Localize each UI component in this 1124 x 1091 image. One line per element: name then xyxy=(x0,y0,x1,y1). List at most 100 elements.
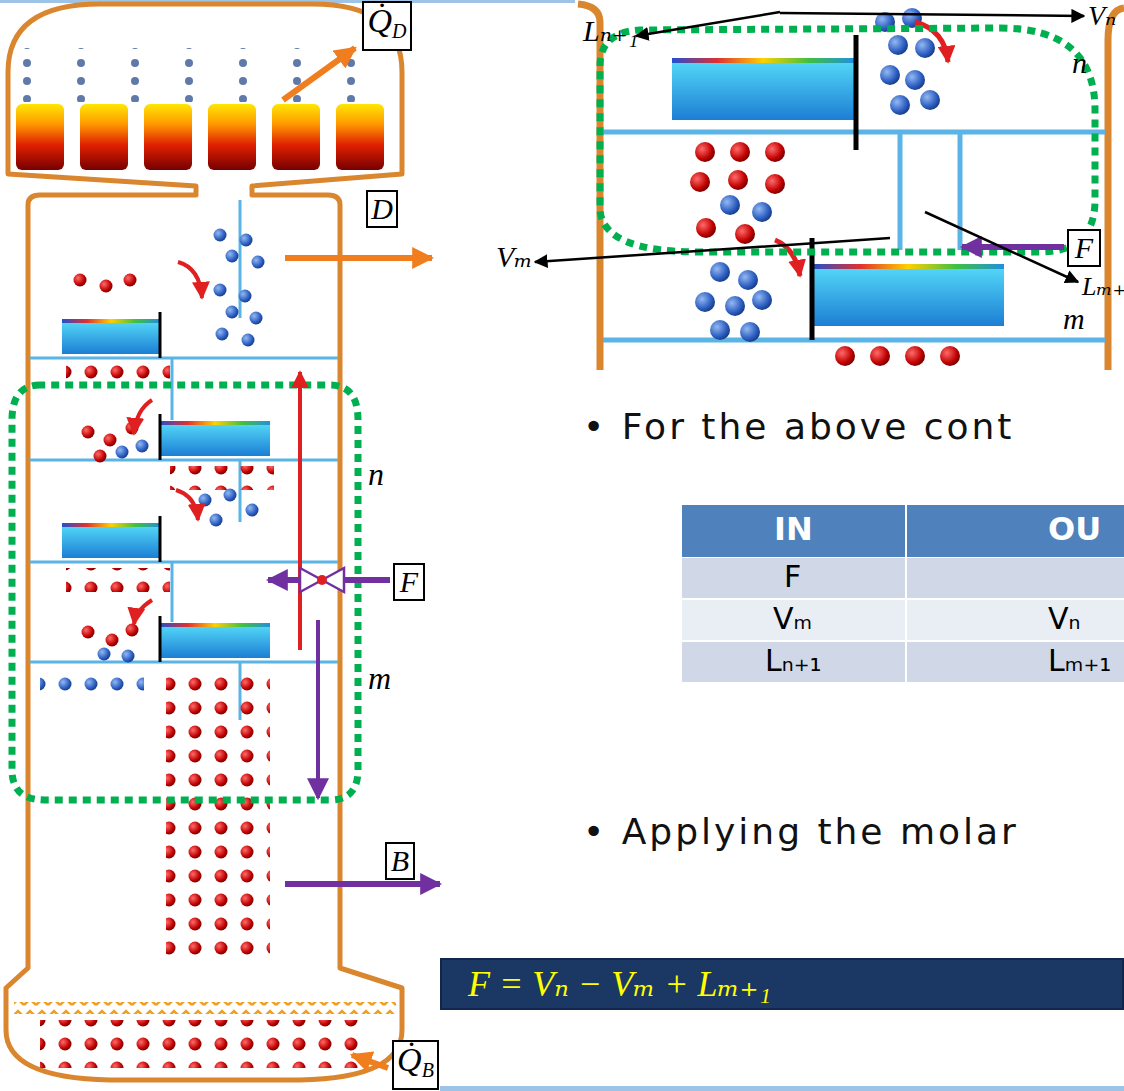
tray-floor xyxy=(171,562,174,622)
bullet-text: • For the above cont xyxy=(583,405,1014,449)
weir xyxy=(159,516,162,562)
section-label: n xyxy=(366,456,386,493)
table-cell: Vₙ xyxy=(1048,602,1080,636)
inset-image xyxy=(575,0,1124,370)
node-text: B xyxy=(391,845,409,877)
liquid-dots xyxy=(106,634,119,647)
leader-line xyxy=(636,12,780,36)
liquid-dots xyxy=(124,274,137,287)
tray-floor xyxy=(171,358,174,420)
vapour-dots xyxy=(695,8,940,342)
control-volume xyxy=(12,385,358,800)
table-header: IN xyxy=(774,511,813,547)
stream-arrow xyxy=(283,48,355,100)
liquid-dots xyxy=(170,466,274,490)
control-volume xyxy=(600,28,1095,252)
vapour-dots xyxy=(740,322,760,342)
tray xyxy=(160,421,270,425)
table-cell: Vₘ xyxy=(773,602,812,636)
inset-image xyxy=(1108,8,1124,370)
table-grid xyxy=(905,505,907,682)
equation-box: F = Vₙ − Vₘ + Lₘ₊₁ xyxy=(440,958,1124,1010)
stream-box: B xyxy=(385,842,415,880)
inset-image xyxy=(854,35,859,150)
stream-arrow xyxy=(285,255,432,261)
vapour-dots xyxy=(738,270,758,290)
section-arrow xyxy=(316,620,320,798)
vapour-dots xyxy=(40,229,265,693)
leader-line xyxy=(535,12,1084,282)
weir xyxy=(159,312,162,358)
condenser-tubes xyxy=(144,104,192,170)
stream-arrow xyxy=(352,1055,388,1068)
condenser-tubes xyxy=(80,104,128,170)
node-text: F xyxy=(400,566,418,598)
liquid-dots xyxy=(940,346,960,366)
weir xyxy=(159,616,162,662)
stream-arrow xyxy=(268,48,440,1068)
inset-image xyxy=(578,4,1124,370)
vapour-dots xyxy=(239,290,252,303)
liquid-dots xyxy=(696,218,716,238)
vapour-dots xyxy=(214,229,227,242)
node-text: D xyxy=(371,193,393,225)
control-volume xyxy=(12,385,358,800)
section-label: m xyxy=(366,660,393,697)
liquid-dots xyxy=(82,426,95,439)
overflow-arrow xyxy=(134,262,202,624)
valve-symbol xyxy=(317,575,327,585)
table-grid xyxy=(682,558,1124,598)
vapour-dots xyxy=(880,65,900,85)
node-text: Q̇D xyxy=(367,4,406,48)
vapour-dots xyxy=(710,320,730,340)
vapour-dots xyxy=(710,262,730,282)
vapour-dots xyxy=(890,95,910,115)
vapour-dots xyxy=(252,256,265,269)
liquid-dots xyxy=(104,434,117,447)
liquid-dots xyxy=(690,172,710,192)
inset-image xyxy=(898,132,903,250)
tray xyxy=(160,626,270,658)
leader-line xyxy=(925,212,1078,282)
vapour-dots xyxy=(752,202,772,222)
inset-image xyxy=(672,58,854,63)
tray-floor xyxy=(30,661,338,664)
condenser-tubes xyxy=(208,104,256,170)
liquid-dots xyxy=(82,626,95,639)
node-text: F = Vₙ − Vₘ + Lₘ₊₁ xyxy=(468,962,771,1006)
liquid-dots xyxy=(100,280,113,293)
liquid-dots xyxy=(835,346,855,366)
liquid-dots xyxy=(126,624,139,637)
liquid-dots xyxy=(695,142,715,162)
leader-line xyxy=(780,13,1084,16)
liquid-dots xyxy=(74,274,87,287)
vapour-dots xyxy=(888,35,908,55)
reboiler-surface xyxy=(14,1002,396,1014)
node-text: F xyxy=(1075,232,1093,264)
overflow-arrow xyxy=(775,22,948,276)
liquid-dots xyxy=(66,568,170,592)
vapour-dots xyxy=(752,290,772,310)
vapour-dots xyxy=(18,48,398,102)
overflow-arrow xyxy=(176,490,198,520)
liquid-dots xyxy=(905,346,925,366)
table-grid xyxy=(682,642,1124,682)
inset-image xyxy=(672,62,854,120)
bullet-text: • Applying the molar xyxy=(583,810,1019,854)
liquid-dots xyxy=(728,170,748,190)
overflow-arrow xyxy=(134,400,152,434)
condenser-tubes xyxy=(272,104,320,170)
tray-floor xyxy=(30,459,338,462)
tray-floor xyxy=(30,561,338,564)
reboiler-surface xyxy=(14,1002,396,1014)
liquid-dots xyxy=(765,142,785,162)
tray-label: m xyxy=(1063,302,1085,337)
inset-image xyxy=(603,132,1105,340)
vapour-dots xyxy=(98,648,111,661)
inset-image xyxy=(958,132,963,250)
tray xyxy=(62,526,160,558)
vapour-dots xyxy=(725,296,745,316)
vapour-dots xyxy=(720,195,740,215)
tray xyxy=(62,319,160,323)
table-cell: Lₙ₊₁ xyxy=(765,644,822,678)
